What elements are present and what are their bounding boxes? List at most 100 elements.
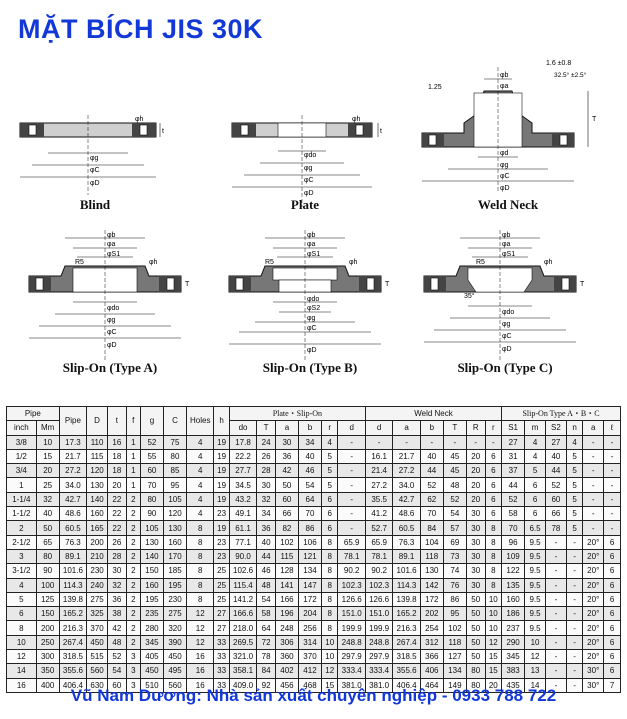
table-cell: 18 <box>107 463 127 479</box>
spec-table: Pipe Pipe D t f g C Holes h Plate・Slip-O… <box>6 405 621 693</box>
table-cell: 4 <box>524 448 546 465</box>
table-cell: 76 <box>442 577 467 593</box>
table-cell: 60 <box>139 463 164 479</box>
table-cell: - <box>544 649 567 665</box>
table-cell: 172 <box>297 591 323 608</box>
wn-label-c: φC <box>500 173 510 180</box>
plate-label-d: φD <box>304 190 314 197</box>
table-cell: 20 <box>107 477 127 493</box>
table-cell: 4 <box>524 434 546 450</box>
table-cell: 6 <box>603 577 621 593</box>
table-cell: 12 <box>524 649 546 665</box>
table-cell: 89.1 <box>392 548 421 565</box>
soa-label-do: φdo <box>107 305 119 312</box>
table-cell: 235 <box>139 606 164 622</box>
sob-label-b: φb <box>307 232 316 239</box>
table-cell: 34 <box>297 434 323 450</box>
table-cell: 350 <box>35 663 60 679</box>
table-cell: - <box>442 434 467 450</box>
table-cell: 333.4 <box>337 663 366 679</box>
sob-label-g: φg <box>307 315 316 322</box>
table-cell: 104 <box>419 534 444 550</box>
table-cell: 38 <box>107 606 127 622</box>
table-cell: 1 <box>125 477 141 493</box>
table-cell: 52 <box>501 491 526 508</box>
table-cell: 101.6 <box>58 563 88 579</box>
table-cell: 355.6 <box>392 663 421 679</box>
table-cell: 54 <box>442 506 467 522</box>
table-cell: 6 <box>603 663 621 679</box>
table-cell: 70 <box>419 506 444 522</box>
table-cell: 89.1 <box>58 548 88 565</box>
table-cell: 48.6 <box>58 506 88 522</box>
table-cell: 9.5 <box>524 563 546 579</box>
header-t: t <box>107 406 127 436</box>
table-cell: 10 <box>484 620 503 636</box>
table-cell: 515 <box>86 649 108 665</box>
table-cell: 256 <box>297 620 323 636</box>
table-cell: 280 <box>139 620 164 636</box>
table-cell: 267.4 <box>392 634 421 651</box>
wn-label-angle: 32.5° ±2.5° <box>554 71 587 79</box>
blind-label-d: φD <box>90 180 100 187</box>
table-cell: 70 <box>139 477 164 493</box>
table-cell: 9.5 <box>524 534 546 550</box>
table-cell: 8 <box>320 591 339 608</box>
table-cell: 150 <box>139 563 164 579</box>
table-cell: 16 <box>107 434 127 450</box>
table-cell: 43.2 <box>228 491 258 508</box>
table-cell: 76.3 <box>392 534 421 550</box>
table-cell: 468 <box>297 677 323 693</box>
sob-label-t: T <box>385 281 390 288</box>
diagram-slip-on-c: φb φa φS1 R5 35° φdo φg φC φD φh T <box>420 230 600 360</box>
table-cell: 237 <box>501 620 526 636</box>
table-cell: 86 <box>442 591 467 608</box>
table-cell: 118 <box>419 548 444 565</box>
wn-label-d: φd <box>500 150 509 157</box>
table-cell: 17.8 <box>228 434 258 450</box>
table-cell: 406 <box>419 663 444 679</box>
table-cell: 147 <box>297 577 323 593</box>
table-cell: 6 <box>484 477 503 493</box>
table-cell: 9.5 <box>524 606 546 622</box>
table-cell: 149 <box>442 677 467 693</box>
table-cell: 254 <box>419 620 444 636</box>
table-cell: 4 <box>186 506 215 522</box>
table-cell: 90 <box>35 563 60 579</box>
table-cell: 65 <box>35 534 60 550</box>
table-cell: 36 <box>274 448 299 465</box>
table-cell: 8 <box>320 577 339 593</box>
table-cell: 45 <box>442 448 467 465</box>
table-cell: 28 <box>107 548 127 565</box>
table-cell: 42.7 <box>392 491 421 508</box>
table-cell: 70 <box>501 520 526 536</box>
table-cell: 127 <box>442 649 467 665</box>
table-cell: 72 <box>256 634 276 651</box>
table-cell: 30 <box>465 520 486 536</box>
table-cell: 64 <box>256 620 276 636</box>
table-cell: 5 <box>565 506 584 522</box>
table-cell: 8 <box>484 534 503 550</box>
table-cell: 27.2 <box>364 477 394 493</box>
table-cell: 19 <box>213 491 230 508</box>
table-cell: 31 <box>501 448 526 465</box>
sob-label-s1: φS1 <box>307 251 320 258</box>
table-cell: 5 <box>565 477 584 493</box>
table-cell: 130 <box>86 477 108 493</box>
table-cell: 204 <box>297 606 323 622</box>
header-d: D <box>86 406 108 436</box>
soc-label-35: 35° <box>464 292 475 300</box>
soa-label-b: φb <box>107 232 116 239</box>
table-cell: 23 <box>213 534 230 550</box>
table-cell: 66 <box>274 506 299 522</box>
table-cell: - <box>603 463 621 479</box>
table-cell: 325 <box>86 606 108 622</box>
table-cell: 19 <box>213 448 230 465</box>
table-cell: 345 <box>501 649 526 665</box>
table-cell: 151.0 <box>364 606 394 622</box>
table-cell: 44 <box>501 477 526 493</box>
